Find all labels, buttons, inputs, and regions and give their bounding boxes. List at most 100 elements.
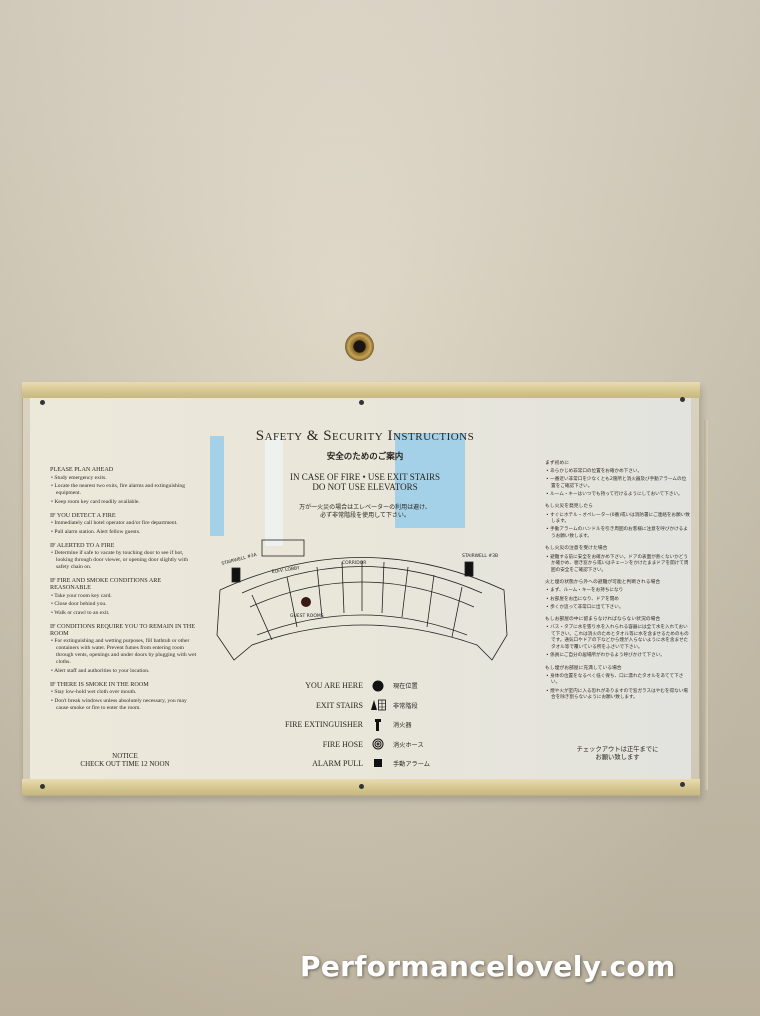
fire-hose-icon: [363, 738, 393, 750]
legend-label-jp: 手動アラーム: [393, 761, 430, 769]
screw: [359, 400, 364, 405]
list-item: Stay low-hold wet cloth over mouth.: [50, 689, 200, 696]
legend-label-jp: 現在位置: [393, 683, 418, 691]
list-item: Study emergency exits.: [50, 475, 200, 482]
list-item: Close door behind you.: [50, 601, 200, 608]
list-item: お部屋をお出になり、ドアを閉め: [545, 597, 690, 604]
list-item: Keep room key card readily available.: [50, 499, 200, 506]
legend-row: YOU ARE HERE 現在位置: [260, 676, 480, 696]
you-are-here-dot: [301, 597, 311, 607]
checkout-notice-jp: チェックアウトは正午までに お願い致します: [545, 746, 690, 762]
fire-line-2: DO NOT USE ELEVATORS: [312, 482, 418, 492]
dot-icon: [363, 680, 393, 692]
list-item: Take your room key card.: [50, 593, 200, 600]
room-dividers: [251, 561, 463, 641]
list-item: ルーム・キーはいつでも持って行けるようにしておいて下さい。: [545, 492, 690, 499]
legend-label-jp: 消火ホース: [393, 741, 424, 749]
list-item: 煙や火が室内に入る恐れがありますので窓ガラスはやむを得ない場合を除き割らないよう…: [545, 689, 690, 702]
screw: [359, 784, 364, 789]
section-heading: 火と煙の状態から外への避難が可能と判断される場合: [545, 580, 661, 586]
extinguisher-icon: [363, 718, 393, 732]
english-instructions: PLEASE PLAN AHEAD Study emergency exits.L…: [50, 460, 200, 712]
list-item: Determine if safe to vacate by touching …: [50, 550, 200, 571]
notice-text: CHECK OUT TIME 12 NOON: [80, 760, 170, 768]
list-item: 手動アラームのハンドルを引き周囲のお客様に注意を呼びかけるようお願い致します。: [545, 527, 690, 540]
list-item: 一番近い非常口を少なくとも2箇所と消火器及び手動アラームの位置をご確認下さい。: [545, 477, 690, 490]
list-item: 歩くか這って非常口に出て下さい。: [545, 605, 690, 612]
label-guest-rooms: GUEST ROOMS: [290, 613, 324, 619]
legend-row: EXIT STAIRS 非常階段: [260, 696, 480, 716]
sign-title-jp: 安全のためのご案内: [326, 452, 404, 462]
fire-instruction-jp: 万が一火災の場合はエレベーターの利用は避け、 必ず非常階段を使用して下さい。: [210, 504, 520, 520]
list-item: すぐにホテル・オペレーター(0番)或いは消防署にご連絡をお願い致します。: [545, 513, 690, 526]
section-heading: IF YOU DETECT A FIRE: [50, 511, 116, 519]
section-heading: もし火災を発見したら: [545, 504, 593, 510]
door-edge: [704, 420, 708, 790]
legend-row: ALARM PULL 手動アラーム: [260, 754, 480, 774]
section-heading: IF FIRE AND SMOKE CONDITIONS ARE REASONA…: [50, 577, 162, 591]
window-reflection: [265, 436, 283, 546]
jp-notice-2: お願い致します: [595, 754, 640, 761]
label-corridor: CORRIDOR: [342, 560, 366, 566]
notice-heading: NOTICE: [112, 752, 138, 760]
section-heading: もし煙がお部屋に充満している場合: [545, 665, 622, 671]
legend-label: YOU ARE HERE: [305, 681, 363, 691]
legend-label: ALARM PULL: [312, 759, 363, 769]
screw: [680, 782, 685, 787]
list-item: Don't break windows unless absolutely ne…: [50, 698, 200, 712]
map-legend: YOU ARE HERE 現在位置 EXIT STAIRS 非常階段 FIRE EXTI…: [260, 676, 480, 774]
elevators: [261, 539, 305, 557]
legend-label-jp: 非常階段: [393, 702, 418, 710]
list-item: まず、ルーム・キーをお持ちになり: [545, 588, 690, 595]
screw: [40, 784, 45, 789]
watermark: Performancelovely.com: [300, 950, 676, 983]
list-item: 係員にご自分の居場所がわかるよう呼びかけて下さい。: [545, 653, 690, 660]
screw: [40, 400, 45, 405]
section-list: Study emergency exits.Locate the nearest…: [50, 475, 200, 506]
door-peephole: [345, 332, 374, 361]
section-list: 避難する前に安全をお確かめ下さい。ドアの表面が熱くないかどうか確かめ、覗き窓から…: [545, 555, 690, 575]
section-list: For extinguishing and wetting purposes, …: [50, 638, 200, 675]
section-heading: IF THERE IS SMOKE IN THE ROOM: [50, 680, 149, 688]
section-list: まず、ルーム・キーをお持ちになりお部屋をお出になり、ドアを閉め歩くか這って非常口…: [545, 588, 690, 611]
label-stairwell-a: STAIRWELL #3A: [221, 552, 258, 567]
section-heading: PLEASE PLAN AHEAD: [50, 466, 114, 473]
legend-label-jp: 消火器: [393, 722, 412, 730]
jp-notice-1: チェックアウトは正午までに: [576, 746, 659, 753]
list-item: Locate the nearest two exits, fire alarm…: [50, 483, 200, 497]
jp-line-2: 必ず非常階段を使用して下さい。: [320, 512, 410, 519]
list-item: For extinguishing and wetting purposes, …: [50, 638, 200, 666]
section-list: Stay low-hold wet cloth over mouth. Don't…: [50, 689, 200, 712]
list-item: Immediately call hotel operator and/or f…: [50, 520, 200, 527]
section-list: バス・タブに水を張り水を入れられる容器には全て水を入れておいて下さい。これは消火…: [545, 625, 690, 659]
window-reflection: [210, 436, 224, 536]
screw: [680, 397, 685, 402]
section-list: Take your room key card.Close door behin…: [50, 593, 200, 617]
checkout-notice: NOTICE CHECK OUT TIME 12 NOON: [50, 752, 200, 768]
list-item: Walk or crawl to an exit.: [50, 610, 200, 617]
list-item: バス・タブに水を張り水を入れられる容器には全て水を入れておいて下さい。これは消火…: [545, 625, 690, 651]
section-list: あらかじめ非常口の位置をお確かめ下さい。一番近い非常口を少なくとも2箇所と消火器…: [545, 469, 690, 498]
stairwell-a: [231, 567, 241, 583]
section-list: すぐにホテル・オペレーター(0番)或いは消防署にご連絡をお願い致します。手動アラ…: [545, 513, 690, 541]
alarm-pull-icon: [363, 759, 393, 768]
list-item: Pull alarm station. Alert fellow guests.: [50, 529, 200, 536]
label-stairwell-b: STAIRWELL #3B: [462, 553, 498, 559]
sign-title: Safety & Security Instructions: [255, 428, 475, 444]
section-list: Determine if safe to vacate by touching …: [50, 550, 200, 571]
floor-plan: STAIRWELL #3A STAIRWELL #3B ELEV. LOBBY …: [216, 539, 508, 661]
section-heading: IF CONDITIONS REQUIRE YOU TO REMAIN IN T…: [50, 622, 196, 637]
fire-line-1: IN CASE OF FIRE • USE EXIT STAIRS: [289, 472, 441, 482]
section-heading: まず初めに: [545, 461, 569, 466]
label-elev-lobby: ELEV. LOBBY: [271, 565, 300, 575]
section-list: 身体の位置をなるべく低く保ち、口に濡れたタオルをあてて下さい。煙や火が室内に入る…: [545, 674, 690, 702]
window-reflection: [395, 433, 465, 528]
legend-label: EXIT STAIRS: [316, 700, 363, 710]
building-outline: [216, 557, 508, 661]
stairwell-b: [464, 561, 474, 577]
section-heading: もしお部屋の中に留まらなければならない状況の場合: [545, 617, 661, 623]
section-heading: もし火災の注意を受けた場合: [545, 546, 608, 552]
list-item: あらかじめ非常口の位置をお確かめ下さい。: [545, 469, 690, 476]
